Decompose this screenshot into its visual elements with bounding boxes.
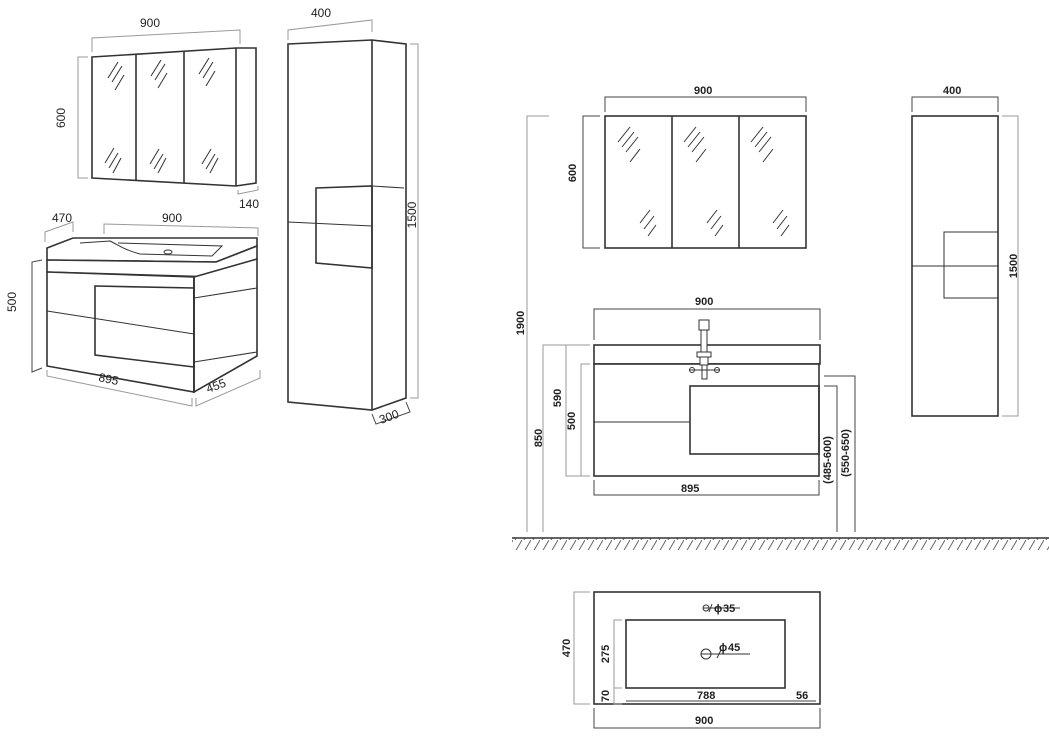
drain-hole-icon — [700, 648, 750, 660]
front-tall-cabinet: 400 1500 — [911, 85, 1020, 417]
front-mirror-height-label: 600 — [567, 164, 579, 182]
tap-hole-icon — [702, 603, 740, 613]
plan-tap-diameter-label: 35 — [723, 603, 735, 615]
faucet-icon — [689, 319, 720, 380]
front-vanity-width-label: 900 — [695, 296, 713, 308]
iso-tall-depth-label: 300 — [377, 407, 401, 427]
front-vanity-500-label: 500 — [566, 412, 578, 430]
iso-vanity: 470 900 500 895 455 — [5, 211, 261, 407]
front-tall-height-label: 1500 — [1008, 254, 1020, 278]
iso-mirror-height-label: 600 — [54, 108, 68, 128]
isometric-view: 900 600 140 400 1500 300 — [5, 6, 419, 427]
front-mirror-cabinet: 900 600 — [567, 85, 807, 249]
iso-vanity-width-top-label: 900 — [162, 211, 182, 225]
iso-vanity-depth-bottom-label: 455 — [204, 376, 228, 396]
iso-mirror-cabinet: 900 600 140 — [54, 16, 259, 211]
plan-depth-label: 470 — [561, 639, 573, 657]
front-cabinet-width-label: 895 — [681, 483, 699, 495]
front-range-a-label: (485-600) — [822, 436, 834, 484]
plan-drain-diameter-symbol: ϕ — [719, 642, 727, 654]
plan-side-margin-label: 56 — [796, 690, 808, 702]
iso-tall-width-label: 400 — [311, 6, 331, 20]
iso-vanity-depth-top-label: 470 — [52, 211, 72, 225]
front-vanity-590-label: 590 — [552, 389, 564, 407]
iso-mirror-width-label: 900 — [140, 16, 160, 30]
floor-line — [512, 537, 1049, 550]
plan-bowl-depth-label: 275 — [600, 645, 612, 663]
plan-view: ϕ 35 ϕ 45 470 275 70 788 56 900 — [561, 591, 821, 729]
front-mirror-width-label: 900 — [694, 85, 712, 97]
iso-mirror-depth-label: 140 — [239, 197, 259, 211]
iso-vanity-height-label: 500 — [5, 292, 19, 312]
plan-bowl-width-label: 788 — [697, 690, 715, 702]
iso-tall-cabinet: 400 1500 300 — [287, 6, 419, 427]
front-range-b-label: (550-650) — [840, 429, 852, 477]
front-vanity: 900 895 850 590 500 (485-600) (550-650) — [533, 296, 856, 532]
plan-front-margin-label: 70 — [600, 690, 612, 702]
plan-drain-diameter-label: 45 — [728, 642, 740, 654]
front-vanity-height-label: 850 — [533, 429, 545, 447]
front-elevation: 1900 900 600 — [512, 85, 1049, 550]
plan-tap-diameter-symbol: ϕ — [714, 603, 722, 615]
front-tall-width-label: 400 — [943, 85, 961, 97]
iso-tall-height-label: 1500 — [405, 201, 419, 228]
iso-vanity-width-bottom-label: 895 — [97, 370, 120, 388]
front-total-height-label: 1900 — [515, 311, 527, 335]
plan-width-label: 900 — [695, 715, 713, 727]
